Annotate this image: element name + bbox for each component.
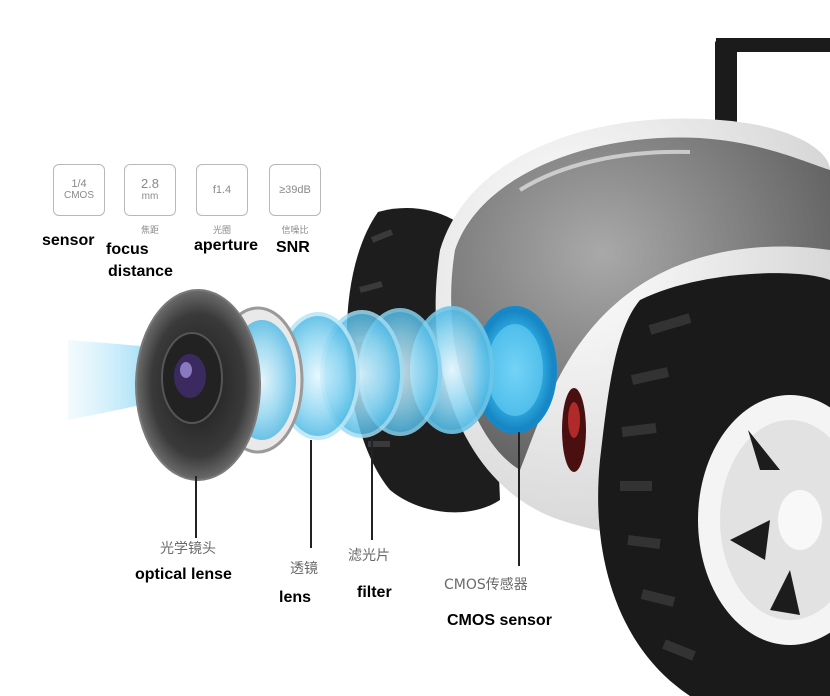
antenna-bar — [716, 38, 830, 52]
cmos-label-cn: CMOS传感器 — [444, 577, 528, 593]
lens-label-en: lens — [279, 589, 312, 606]
antenna-post — [715, 40, 737, 128]
snr-spec-icon: ≥39dB — [269, 164, 321, 216]
sensor-spec-icon: 1/4 CMOS — [53, 164, 105, 216]
focal-length-spec-icon: 2.8 mm — [124, 164, 176, 216]
lens-label-cn: 透镜 — [290, 561, 318, 577]
snr-caption: 信噪比 — [281, 226, 309, 236]
focus-distance-label-line1: focus — [106, 241, 149, 258]
snr-label: SNR — [276, 239, 310, 256]
optical-lens-label-cn: 光学镜头 — [160, 541, 216, 557]
focal-length-caption: 焦距 — [140, 226, 159, 236]
filter-label-en: filter — [357, 584, 392, 601]
aperture-label: aperture — [194, 237, 259, 254]
filter-label-cn: 滤光片 — [348, 548, 390, 564]
focus-distance-label-line2: distance — [108, 263, 173, 280]
aperture-caption: 光圈 — [212, 226, 231, 236]
sensor-label: sensor — [42, 232, 95, 249]
cmos-label-en: CMOS sensor — [447, 612, 552, 629]
optical-lens-label-en: optical lense — [135, 566, 232, 583]
aperture-spec-icon: f1.4 — [196, 164, 248, 216]
